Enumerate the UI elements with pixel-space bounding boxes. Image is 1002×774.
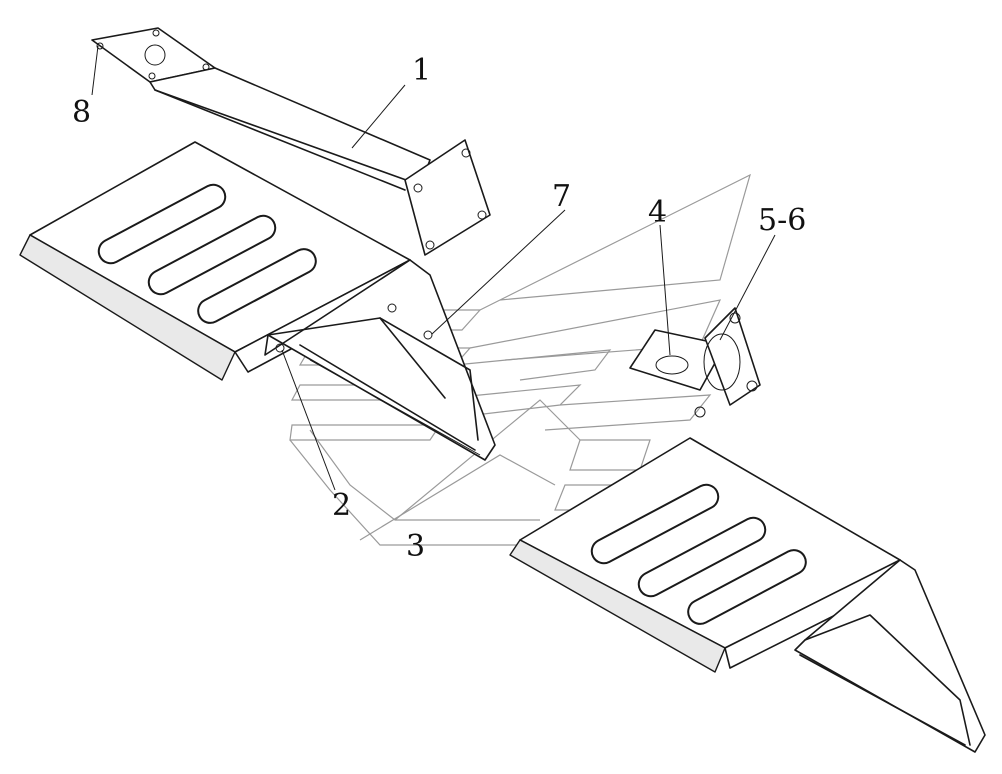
callout-2: 2 [332,488,351,523]
part-4-mount-bracket [629,307,761,418]
callout-3: 3 [406,529,425,564]
lower-step-platform [509,437,986,753]
part-1-bracket-bar [91,27,491,256]
callout-8: 8 [72,95,91,130]
callout-4: 4 [648,195,667,230]
upper-step-platform [19,141,496,461]
callout-1: 1 [412,53,431,88]
callout-5-6: 5-6 [758,203,806,238]
callout-7: 7 [552,179,571,214]
callout-labels: 1 2 3 4 5-6 7 8 [72,53,806,564]
leader-lines [91,45,776,491]
